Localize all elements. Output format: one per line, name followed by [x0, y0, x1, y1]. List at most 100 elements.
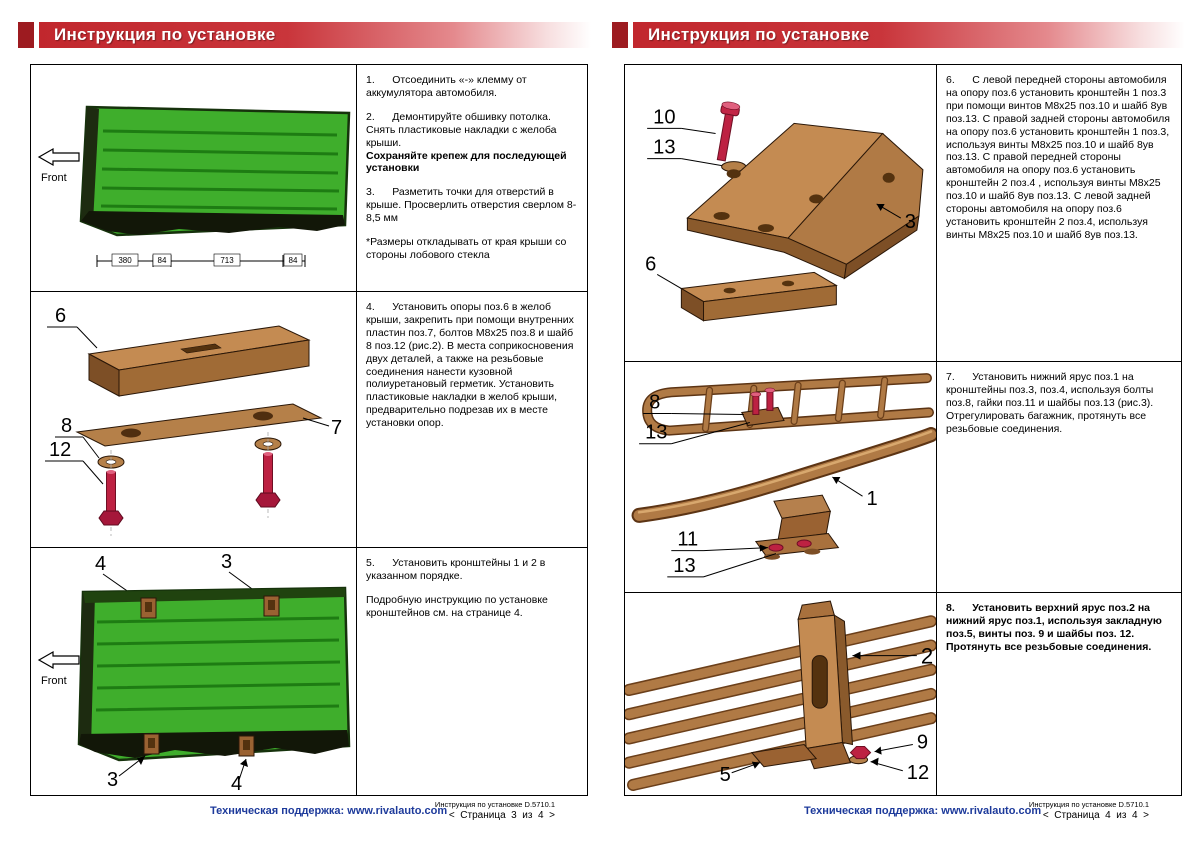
figure-bracket-assembly: 10 13 [645, 101, 924, 322]
svg-text:7: 7 [331, 417, 342, 439]
step-5-note: Подробную инструкцию по установке кроншт… [366, 593, 551, 619]
callout-10: 10 [647, 106, 716, 134]
callout-13-b: 13 [667, 553, 777, 578]
page-4: Инструкция по установке 10 13 [612, 20, 1185, 832]
dim-380: 380 [118, 256, 132, 265]
callout-11: 11 [671, 529, 768, 552]
svg-text:3: 3 [905, 211, 916, 233]
figure-upper-tier-cell: 2 5 9 [625, 593, 936, 795]
page4-footer: Техническая поддержка: www.rivalauto.com… [624, 800, 1185, 830]
svg-text:3: 3 [107, 769, 118, 791]
instruction-row: 4 3 [31, 547, 587, 795]
svg-text:5: 5 [720, 764, 731, 786]
callout-9: 9 [874, 732, 928, 755]
step-8-cell: 8. Установить верхний ярус поз.2 на нижн… [936, 593, 1181, 795]
front-arrow-icon: Front [37, 650, 80, 687]
dim-713: 713 [220, 256, 234, 265]
svg-text:11: 11 [677, 529, 698, 551]
figure-upper-tier: 2 5 9 [625, 600, 936, 791]
steps-1-3-cell: 1. Отсоединить «-» клемму от аккумулятор… [356, 65, 587, 291]
callout-1: 1 [832, 476, 878, 510]
callout-8: 8 [643, 391, 744, 415]
step-5-cell: 5. Установить кронштейны 1 и 2 в указанн… [356, 548, 587, 795]
rack-tubes [625, 615, 936, 791]
callout-12: 12 [45, 439, 104, 485]
bracket-clip [140, 597, 157, 619]
callout-6: 6 [645, 253, 682, 289]
callout-2: 2 [852, 644, 933, 669]
bracket-clip [143, 733, 160, 755]
svg-text:12: 12 [907, 762, 929, 784]
bracket-clip [238, 735, 255, 757]
page4-table: 10 13 [624, 64, 1182, 796]
page-header: Инструкция по установке [612, 22, 1185, 48]
upper-bracket [797, 600, 854, 770]
svg-text:3: 3 [221, 551, 232, 573]
bolt-icon [255, 432, 281, 518]
svg-text:1: 1 [867, 488, 878, 510]
callout-3: 3 [876, 203, 916, 233]
roof-illustration [79, 105, 351, 237]
page3-table: Front [30, 64, 588, 796]
dim-84-b: 84 [289, 256, 298, 265]
step-4: 4. Установить опоры поз.6 в желоб крыши,… [366, 301, 577, 430]
step-7: 7. Установить нижний ярус поз.1 на кронш… [946, 371, 1157, 435]
callout-8: 8 [55, 415, 100, 459]
page-indicator: < Страница 3 из 4 > [448, 810, 555, 821]
inner-plate [75, 403, 323, 447]
page-header: Инструкция по установке [18, 22, 591, 48]
step-4-cell: 4. Установить опоры поз.6 в желоб крыши,… [356, 292, 587, 547]
front-label: Front [41, 172, 67, 184]
instruction-row: Front [31, 65, 587, 291]
callout-4-bottom: 4 [231, 758, 248, 795]
svg-text:13: 13 [645, 422, 667, 444]
base-plate [750, 743, 818, 768]
figure-lower-tier-cell: 8 13 1 [625, 362, 936, 592]
callout-3-bottom: 3 [107, 755, 146, 791]
header-accent-chip [18, 22, 34, 48]
side-rail-tube [631, 427, 936, 523]
instruction-row: 8 13 1 [625, 361, 1181, 592]
support-link[interactable]: Техническая поддержка: www.rivalauto.com [804, 805, 1042, 817]
step-6-cell: 6. С левой передней стороны автомобиля н… [936, 65, 1181, 361]
support-bar [87, 325, 311, 397]
dimension-line: 380 84 713 84 [96, 253, 306, 267]
step-1: 1. Отсоединить «-» клемму от аккумулятор… [366, 74, 530, 99]
bracket-clip [263, 595, 280, 617]
svg-text:2: 2 [921, 644, 933, 669]
step-5: 5. Установить кронштейны 1 и 2 в указанн… [366, 557, 549, 582]
step-2-note: Сохраняйте крепеж для последующей устано… [366, 149, 570, 175]
support-bar [679, 271, 838, 322]
page3-footer: Техническая поддержка: www.rivalauto.com… [30, 800, 591, 830]
step-7-cell: 7. Установить нижний ярус поз.1 на кронш… [936, 362, 1181, 592]
bolt-icon [716, 101, 741, 162]
roof-illustration [77, 586, 351, 762]
step-2: 2. Демонтируйте обшивку потолка. Снять п… [366, 110, 560, 149]
header-accent-chip [612, 22, 628, 48]
washer-icon [97, 455, 125, 469]
svg-text:13: 13 [653, 137, 675, 159]
callout-7: 7 [302, 417, 342, 439]
callout-6: 6 [47, 305, 98, 349]
doc-ref: Инструкция по установке D.5710.1 [1028, 800, 1149, 809]
figure-roof-brackets-cell: 4 3 [31, 548, 356, 795]
step-6: 6. С левой передней стороны автомобиля н… [946, 74, 1173, 241]
figure-lower-tier: 8 13 1 [631, 373, 936, 578]
step-3: 3. Разметить точки для отверстий в крыше… [366, 186, 577, 225]
mount-bracket [754, 494, 840, 560]
svg-text:8: 8 [61, 415, 72, 437]
svg-text:13: 13 [673, 555, 695, 577]
page-title: Инструкция по установке [633, 22, 1185, 48]
svg-text:4: 4 [95, 553, 106, 575]
callout-5: 5 [720, 761, 761, 786]
figure-support-parts-cell: 6 7 [31, 292, 356, 547]
page-3: Инструкция по установке Front [18, 20, 591, 832]
support-link[interactable]: Техническая поддержка: www.rivalauto.com [210, 805, 448, 817]
page-title: Инструкция по установке [39, 22, 591, 48]
bolt-icon [848, 746, 872, 765]
bolt-icon [98, 450, 124, 536]
lower-tier-frame [642, 373, 934, 436]
figure-roof-brackets: 4 3 [37, 551, 351, 795]
doc-ref: Инструкция по установке D.5710.1 [434, 800, 555, 809]
svg-text:9: 9 [917, 732, 928, 754]
